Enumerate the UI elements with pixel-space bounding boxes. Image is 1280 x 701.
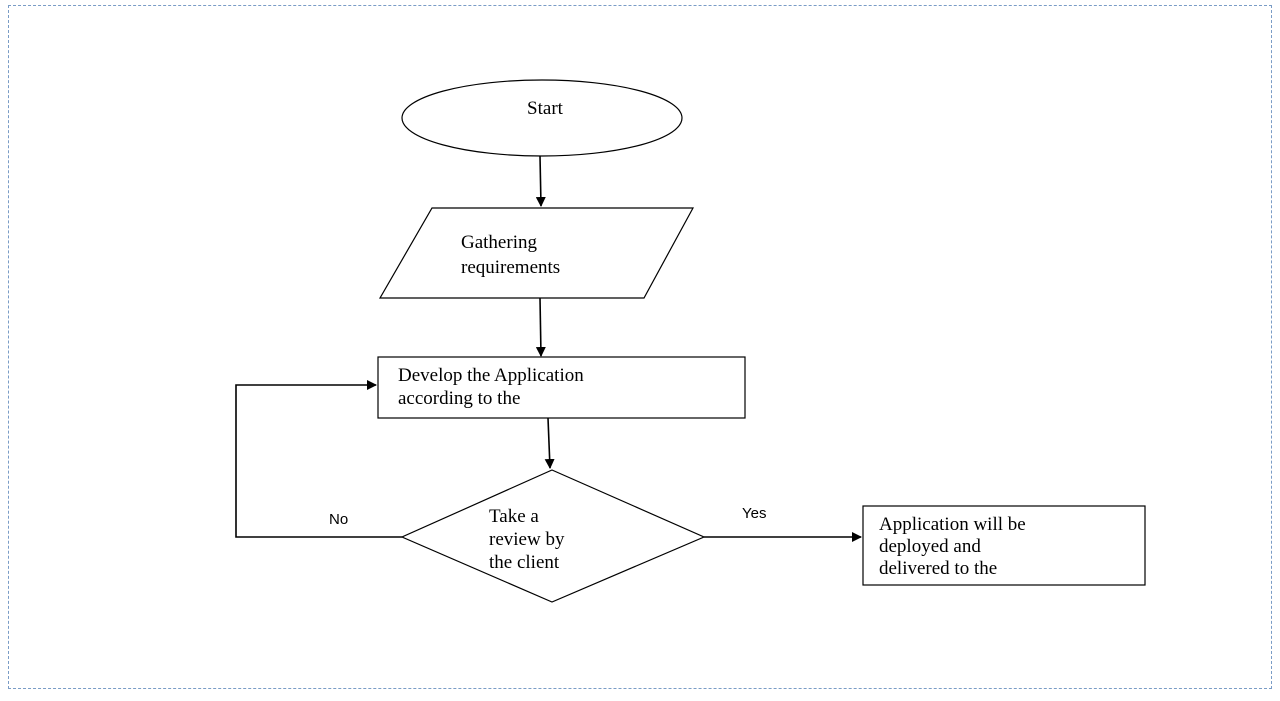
edge-develop-to-review xyxy=(544,417,555,469)
edge-gather-to-develop xyxy=(535,297,546,357)
start-label: Start xyxy=(527,98,564,119)
deploy-rect xyxy=(862,505,1146,586)
develop-node: Develop the Application according to the xyxy=(377,356,746,419)
start-oval xyxy=(401,79,683,157)
yes-label: Yes xyxy=(742,505,766,522)
gather-label-line-2: requirements xyxy=(461,257,560,278)
develop-rect xyxy=(377,356,746,419)
deploy-label-line-3: delivered to the xyxy=(879,558,997,579)
deploy-label-line-2: deployed and xyxy=(879,536,981,557)
review-label-line-3: the client xyxy=(489,552,560,573)
edge-start-to-gather xyxy=(535,155,546,207)
review-label-line-2: review by xyxy=(489,529,565,550)
edge-review-no-loop xyxy=(235,380,402,538)
develop-label-line-1: Develop the Application xyxy=(398,365,584,386)
deploy-node: Application will be deployed and deliver… xyxy=(862,505,1146,586)
develop-label-line-2: according to the xyxy=(398,388,520,409)
deploy-label-line-1: Application will be xyxy=(879,514,1026,535)
gather-label-line-1: Gathering xyxy=(461,232,537,253)
gather-node: Gathering requirements xyxy=(378,207,695,299)
review-node: Take a review by the client xyxy=(400,469,706,603)
review-diamond xyxy=(400,469,706,603)
review-label-line-1: Take a xyxy=(489,506,539,527)
no-label: No xyxy=(329,511,348,528)
diagram-frame xyxy=(8,5,1272,689)
start-node: Start xyxy=(401,79,683,157)
gather-parallelogram xyxy=(378,207,695,299)
